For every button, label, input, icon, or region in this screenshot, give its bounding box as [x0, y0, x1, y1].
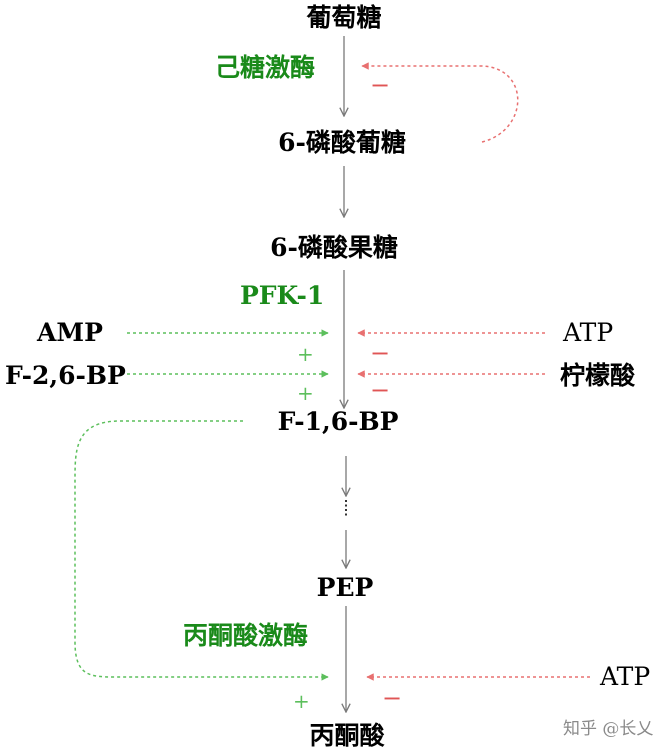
- hexokinase-inhibition-sign: −: [370, 71, 390, 99]
- enzyme-pyruvate-kinase: 丙酮酸激酶: [183, 621, 308, 650]
- f16bp-activation-sign: +: [293, 689, 310, 713]
- enzyme-pfk1: PFK-1: [240, 281, 324, 310]
- enzyme-hexokinase: 己糖激酶: [215, 53, 315, 82]
- atp-pfk1-inhibition-sign: −: [370, 339, 390, 367]
- activation-f16bp-to-pyruvate-kinase: [74, 420, 329, 681]
- amp-activation-sign: +: [297, 342, 314, 366]
- watermark-text: 知乎 @长乂: [563, 719, 653, 739]
- node-fructose-1-6-bisphosphate: F-1,6-BP: [278, 407, 399, 436]
- node-pep: PEP: [317, 573, 374, 602]
- regulator-f26bp: F-2,6-BP: [5, 361, 126, 390]
- f26bp-activation-sign: +: [297, 381, 314, 405]
- regulator-amp: AMP: [36, 318, 103, 347]
- node-fructose-6-phosphate: 6-磷酸果糖: [270, 233, 398, 262]
- regulator-atp-pfk1: ATP: [562, 318, 613, 347]
- inhibition-g6p-to-hexokinase: [361, 62, 519, 143]
- regulator-atp-pyruvate-kinase: ATP: [599, 662, 650, 691]
- citrate-inhibition-sign: −: [370, 376, 390, 404]
- node-pyruvate: 丙酮酸: [309, 721, 385, 750]
- node-glucose: 葡萄糖: [305, 3, 381, 32]
- node-glucose-6-phosphate: 6-磷酸葡糖: [278, 128, 406, 157]
- atp-pyruvate-kinase-inhibition-sign: −: [382, 684, 402, 712]
- regulator-citrate: 柠檬酸: [560, 361, 636, 390]
